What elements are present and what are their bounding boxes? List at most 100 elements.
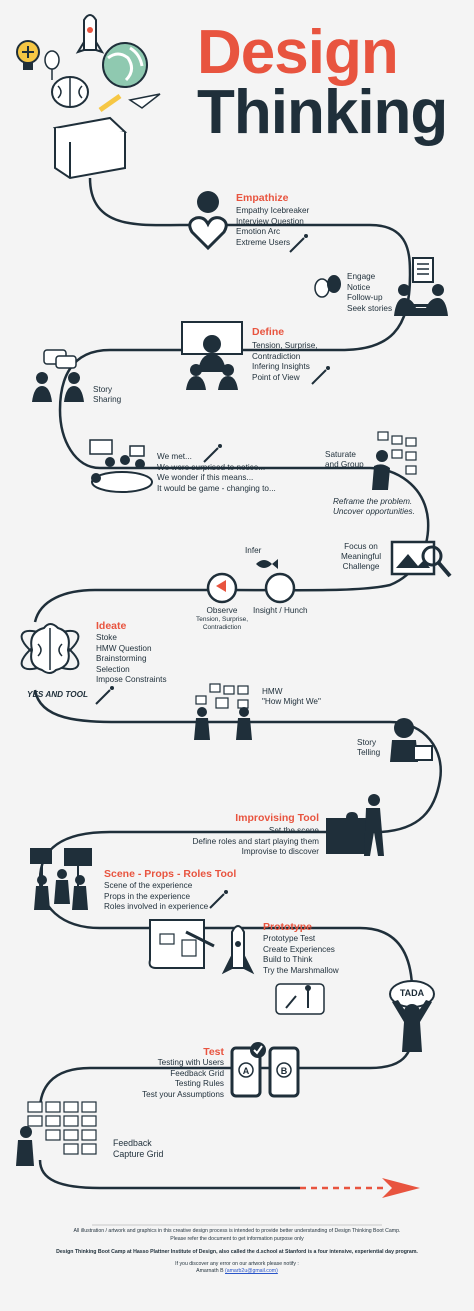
yes-and-tool-label: YES AND TOOL [27,690,88,699]
list-item: It would be game - changing to... [157,483,276,493]
story-sharing-icon [32,349,84,402]
interview-people-icon [394,284,448,316]
list-item: We wonder if this means... [157,473,254,482]
list-item: Notice [347,282,371,292]
list-item: Infering Insights [252,362,310,371]
path-middle [33,689,443,986]
list-item: Extreme Users [236,237,291,247]
lightbulb-icon [16,40,40,70]
scene-signs-icon [30,848,92,910]
list-item: Testing with Users [157,1058,224,1067]
rocket-icon [75,14,105,54]
list-item: Test your Assumptions [142,1089,224,1099]
magic-wand-icon [311,366,330,385]
list-item: Engage [347,272,376,281]
we-met-list: We met... We were surprised to notice...… [157,452,276,494]
title-design: Design [197,18,399,87]
list-item: Props in the experience [104,891,191,901]
globe-icon [102,42,148,88]
footer-disclaimer: All illustration / artwork and graphics … [73,1228,401,1234]
theater-masks-icon [314,275,341,298]
idea-box-icon [52,116,128,180]
test-list: Testing with Users Feedback Grid Testing… [114,1058,224,1100]
list-item: Emotion Arc [236,227,281,236]
sticky-notes-wall-icon [372,431,417,490]
saturate-label: Saturate and Group [325,450,364,469]
list-item: Empathy Icebreaker [236,206,310,215]
footer: All illustration / artwork and graphics … [20,1228,454,1276]
hmw-brainstorm-icon [194,683,252,740]
improvising-title: Improvising Tool [235,812,319,824]
brain-atom-icon [20,623,80,674]
footer-program: Design Thinking Boot Camp at Hasso Platt… [56,1249,418,1255]
hmw-label: HMW "How Might We" [262,687,321,706]
list-item: HMW Question [96,643,152,653]
scene-list: Scene of the experience Props in the exp… [104,881,208,913]
list-item: Seek stories [347,303,393,313]
fishbowl-observe-icon [206,572,238,604]
list-item: Create Experiences [263,944,335,954]
reframe-label: Reframe the problem. Uncover opportuniti… [333,497,415,516]
list-item: Contradiction [252,351,301,361]
story-telling-label: Story Telling [357,738,381,757]
paper-plane-icon [382,1178,420,1198]
author-email-link[interactable]: (amarb2u@gmail.com) [225,1268,278,1274]
empathize-title: Empathize [236,192,289,204]
magic-wand-icon [95,686,114,705]
magic-wand-icon [203,444,222,463]
list-item: Interview Question [236,216,304,226]
feedback-grid-icon [16,1101,97,1166]
list-item: Prototype Test [263,934,316,943]
feedback-label: Feedback Capture Grid [113,1138,164,1159]
marshmallow-challenge-icon [275,983,325,1015]
list-item: Set the scene [268,826,319,835]
list-item: Build to Think [263,955,313,964]
observe-label: Observe Tension, Surprise, Contradiction [195,606,249,631]
define-list: Tension, Surprise, Contradiction Inferin… [252,341,318,383]
infer-label: Infer [245,546,262,555]
list-item: Try the Marshmallow [263,965,339,975]
phone-a-label: A [242,1066,250,1076]
list-item: We were surprised to notice... [157,462,266,472]
ideate-title: Ideate [96,620,127,632]
list-item: Impose Constraints [96,675,167,684]
list-item: Roles involved in experience [104,902,209,911]
title-thinking: Thinking [197,78,448,147]
story-sharing-label: Story Sharing [93,385,122,404]
prototype-rocket-icon [221,925,255,975]
check-badge-icon [250,1042,266,1058]
empathize-list: Empathy Icebreaker Interview Question Em… [236,206,309,248]
list-item: Stoke [96,633,117,642]
brain-icon [51,76,89,108]
list-item: Testing Rules [174,1079,224,1088]
notes-icon [412,257,434,283]
prototype-title: Prototype [263,921,313,933]
tada-label: TADA [399,988,425,998]
test-title: Test [203,1046,224,1058]
define-title: Define [252,326,285,338]
team-table-icon [89,439,153,493]
list-item: Follow-up [347,293,383,302]
fish-icon [256,559,278,569]
path-upper [33,177,430,623]
footer-author: Amarnath B (amarb2u@gmail.com) [196,1268,278,1274]
list-item: Point of View [252,372,300,382]
list-item: Define roles and start playing them [192,836,319,846]
empathize-heart-person-icon [188,191,228,251]
story-telling-icon [390,718,433,762]
list-item: Feedback Grid [170,1068,224,1078]
phone-b-icon [268,1046,300,1098]
balloon-icon [44,50,60,80]
insight-label: Insight / Hunch [253,606,308,615]
tada-person-icon [389,980,435,1052]
list-item: Selection [96,664,130,674]
magic-wand-icon [289,234,308,253]
path-lower [38,1034,414,1190]
magic-wand-icon [209,890,228,909]
blueprint-icon [148,919,215,969]
list-item: Improvise to discover [241,847,319,856]
phone-b-label: B [280,1066,288,1076]
list-item: We met... [157,452,192,461]
focus-label: Focus on Meaningful Challenge [340,542,382,571]
